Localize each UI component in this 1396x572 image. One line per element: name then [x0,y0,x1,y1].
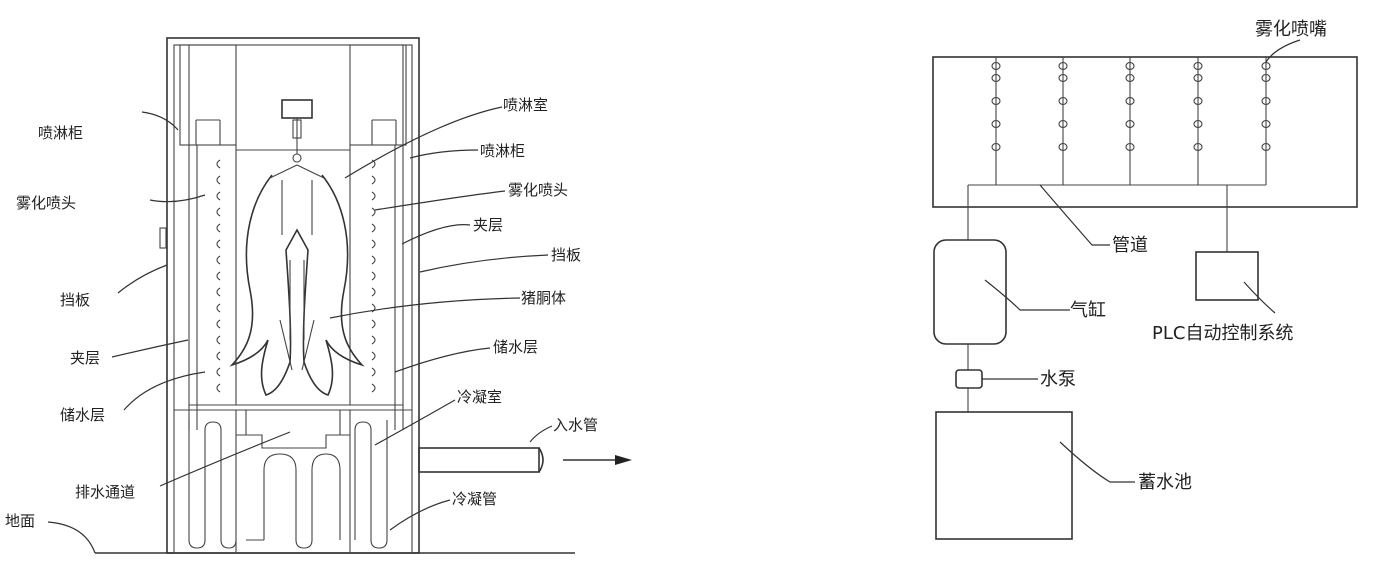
nozzle-box [932,56,1358,208]
water-reservoir [935,411,1073,540]
label-inlet-pipe: 入水管 [553,416,598,434]
plc-box [1195,251,1259,301]
right-cabinet-block [349,44,407,146]
spray-chamber-diagram: 喷淋柜 喷淋室 喷淋柜 雾化喷头 雾化喷头 夹层 挡板 挡板 猪胴体 夹层 储水… [5,37,632,554]
atomizer-nozzles-left [216,159,221,393]
label-spray-room: 喷淋室 [503,96,548,114]
label-drain-channel: 排水通道 [75,483,135,501]
label-baffle-right: 挡板 [551,246,581,264]
label-condense-pipe: 冷凝管 [452,490,497,508]
label-plc: PLC自动控制系统 [1152,323,1293,344]
inlet-pipe [418,447,540,473]
label-atomizer-left: 雾化喷头 [16,194,76,212]
label-ground: 地面 [5,512,35,530]
label-pump: 水泵 [1040,369,1076,390]
inner-housing [173,44,413,554]
label-storage-right: 储水层 [493,338,538,356]
left-cabinet-block [179,44,237,146]
label-storage-left: 储水层 [60,406,105,424]
label-cylinder: 气缸 [1070,299,1106,321]
label-carcass: 猪胴体 [521,289,566,307]
label-condense-room: 冷凝室 [457,388,502,406]
condenser-coils [188,420,388,549]
hanger-block [281,99,313,119]
label-reservoir: 蓄水池 [1138,472,1192,493]
label-interlayer-right: 夹层 [473,216,503,234]
label-nozzle: 雾化喷嘴 [1255,19,1327,40]
atomizer-nozzles-right [371,159,376,393]
label-interlayer-left: 夹层 [70,349,100,367]
cylinder [933,239,1007,345]
label-pipe: 管道 [1112,235,1148,256]
label-baffle-left: 挡板 [60,291,90,309]
water-pump [955,369,983,389]
label-atomizer-right: 雾化喷头 [508,181,568,199]
pig-carcass [229,174,365,396]
spray-control-system-diagram: 雾化喷嘴 管道 气缸 PLC自动控制系统 水泵 蓄水池 [932,19,1358,540]
label-spray-cabinet-right: 喷淋柜 [480,142,525,160]
nozzle-columns [991,57,1271,185]
label-spray-cabinet-left: 喷淋柜 [38,124,83,142]
